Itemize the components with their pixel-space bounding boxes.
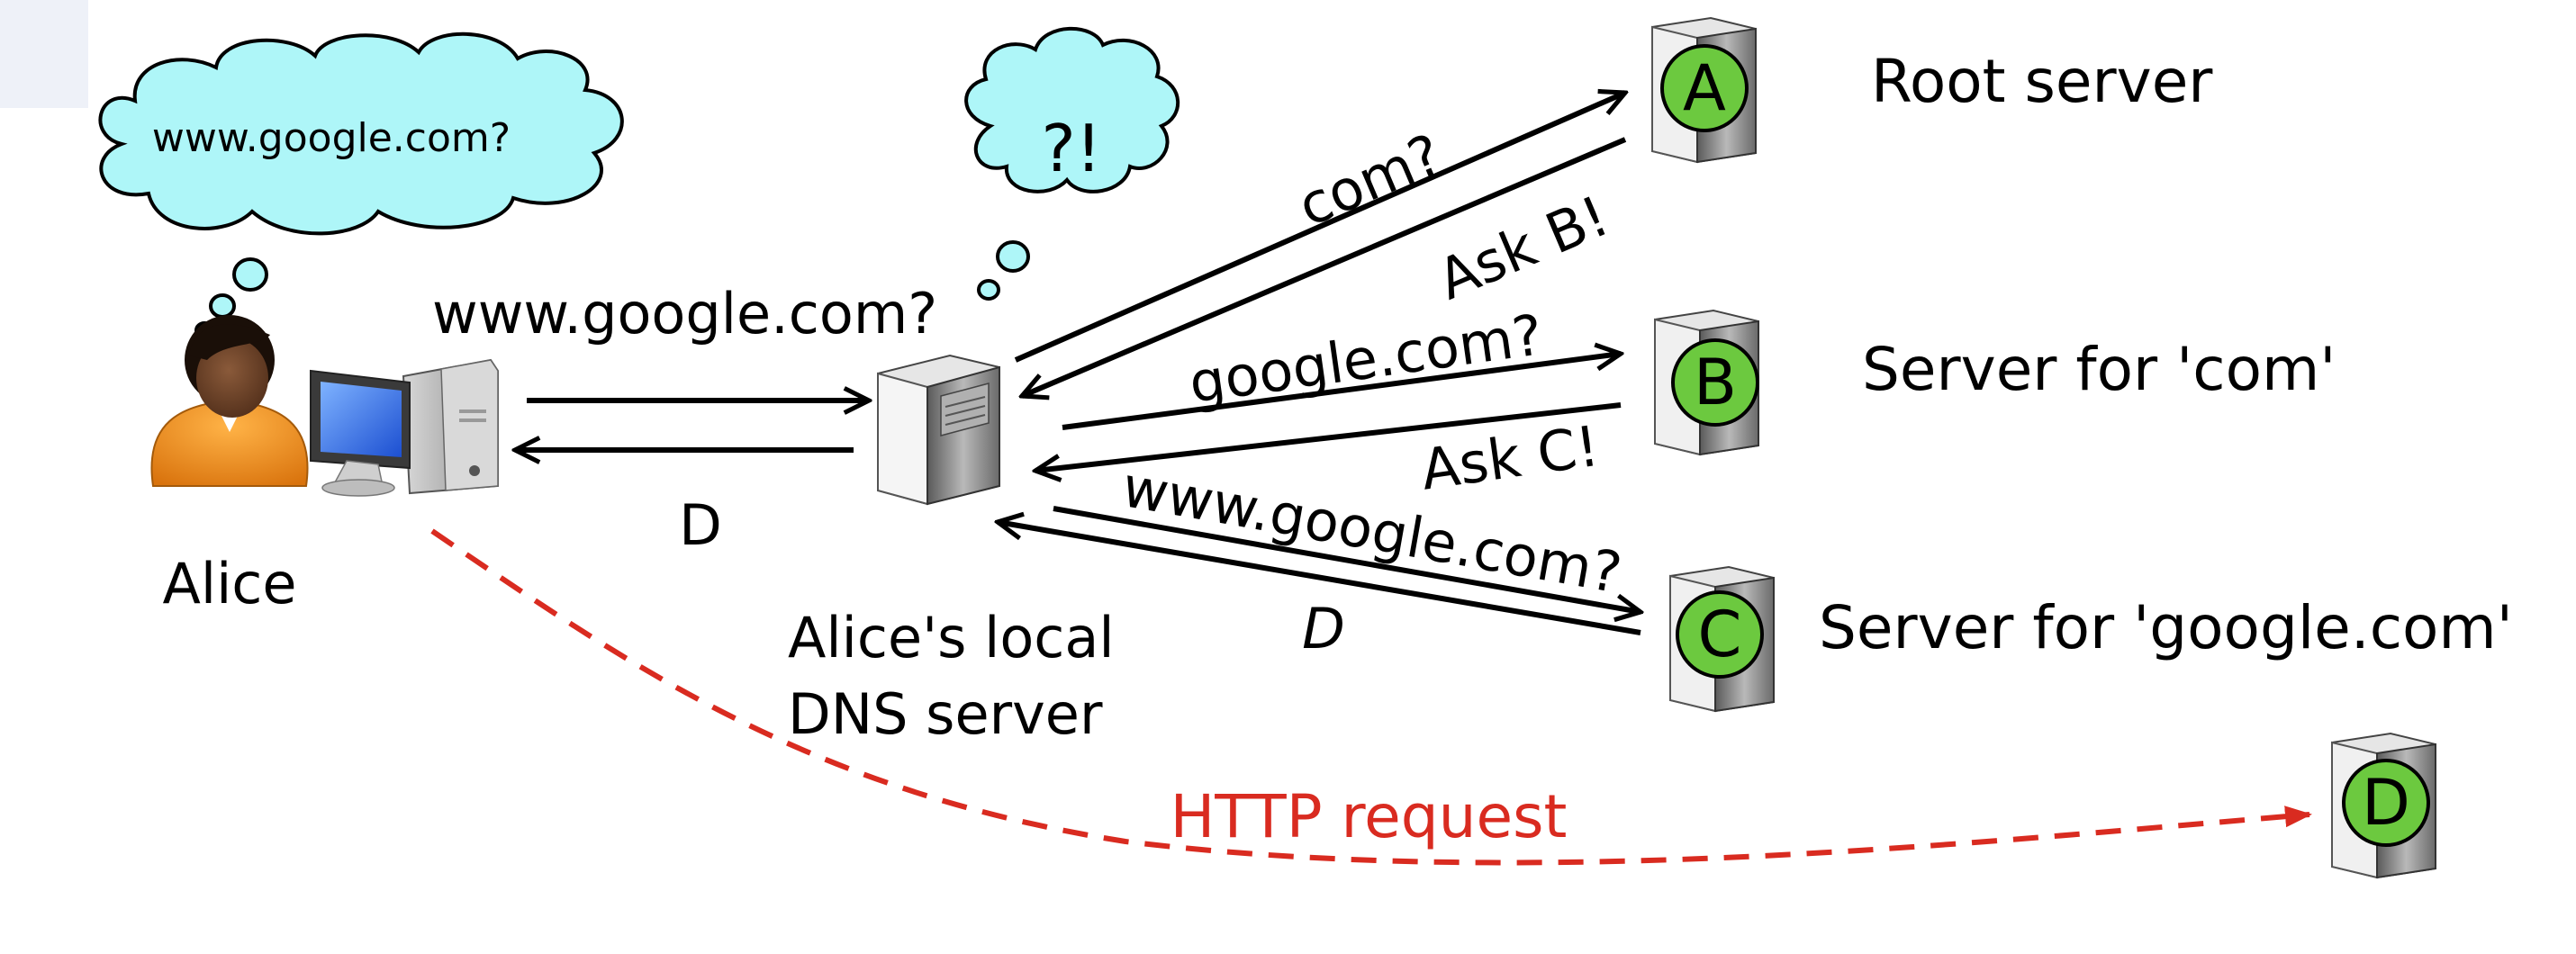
com-server-label: Server for 'com' bbox=[1862, 335, 2336, 404]
alice-thought-text: www.google.com? bbox=[152, 115, 511, 161]
com-reply-arrow bbox=[1035, 402, 1622, 471]
google-server-label: Server for 'google.com' bbox=[1819, 593, 2513, 662]
google-reply-label: D bbox=[1302, 596, 1345, 662]
alice-label: Alice bbox=[162, 551, 296, 616]
http-request-label: HTTP request bbox=[1170, 782, 1568, 851]
local-dns-thought-cloud bbox=[964, 26, 1180, 301]
web-server-icon bbox=[2331, 732, 2436, 879]
client-answer-label: D bbox=[679, 492, 722, 558]
http-request-arrow bbox=[430, 528, 2312, 866]
root-reply-label: Ask B! bbox=[1428, 183, 1618, 312]
com-query-arrow bbox=[1062, 354, 1621, 430]
local-dns-label-line2: DNS server bbox=[788, 681, 1103, 747]
google-server-letter: C bbox=[1698, 598, 1742, 671]
com-server-icon bbox=[1654, 309, 1759, 456]
local-dns-thought-text: ?! bbox=[1041, 111, 1101, 186]
root-server-icon bbox=[1651, 16, 1757, 164]
web-server-letter: D bbox=[2362, 766, 2410, 840]
google-query-arrow bbox=[1053, 506, 1641, 612]
alice-computer-icon bbox=[310, 358, 499, 497]
com-server-letter: B bbox=[1694, 346, 1737, 419]
com-query-label: google.com? bbox=[1185, 302, 1546, 416]
google-server-icon bbox=[1669, 565, 1775, 713]
client-query-label: www.google.com? bbox=[432, 281, 937, 346]
alice-avatar-icon bbox=[150, 315, 309, 487]
local-dns-server-icon bbox=[877, 354, 1000, 506]
root-server-label: Root server bbox=[1871, 47, 2213, 116]
root-query-arrow bbox=[1014, 93, 1625, 363]
root-server-letter: A bbox=[1683, 51, 1726, 125]
slide-corner-decoration bbox=[0, 0, 88, 108]
google-reply-arrow bbox=[998, 522, 1641, 635]
root-reply-arrow bbox=[1022, 137, 1627, 396]
local-dns-label-line1: Alice's local bbox=[788, 605, 1115, 670]
